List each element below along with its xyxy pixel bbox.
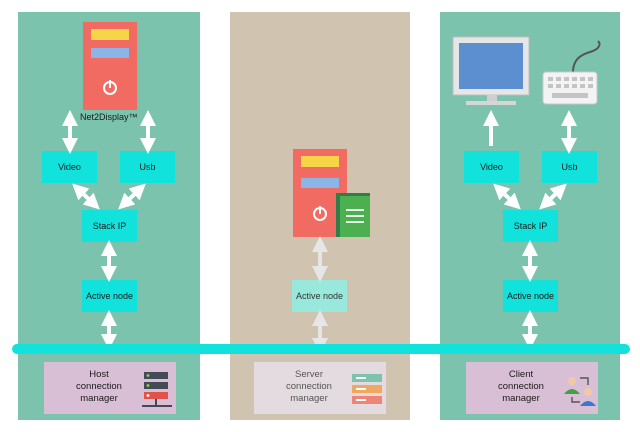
host-manager-line-3: manager — [80, 393, 118, 404]
host-connection-manager: Host connection manager — [44, 362, 176, 414]
host-usb-stack-arrow — [118, 183, 146, 210]
host-active-node: Active node — [82, 280, 137, 312]
client-manager-line-3: manager — [502, 393, 540, 404]
client-video-box: Video — [464, 151, 519, 183]
client-manager-line-1: Client — [508, 369, 534, 380]
server-rack-icon — [352, 374, 382, 404]
server-manager-line-2: connection — [286, 381, 332, 392]
client-connection-manager: Client connection manager — [466, 362, 598, 414]
server-active-node: Active node — [292, 280, 347, 312]
client-manager-line-2: connection — [498, 381, 544, 392]
host-caption: Net2Display™ — [80, 112, 138, 122]
client-usb-box: Usb — [542, 151, 597, 183]
client-active-node: Active node — [503, 280, 558, 312]
users-network-icon — [564, 377, 596, 406]
network-bus — [12, 344, 630, 354]
server-connection-manager: Server connection manager — [254, 362, 386, 414]
host-video-box: Video — [42, 151, 97, 183]
server-network-icon — [142, 372, 172, 407]
host-video-stack-arrow — [72, 183, 100, 210]
client-usb-stack-arrow — [539, 183, 567, 210]
host-manager-line-1: Host — [89, 369, 109, 380]
host-stack-box: Stack IP — [82, 210, 137, 242]
host-usb-box: Usb — [120, 151, 175, 183]
host-manager-line-2: connection — [76, 381, 122, 392]
client-video-stack-arrow — [493, 183, 521, 210]
server-manager-line-1: Server — [295, 369, 323, 380]
client-stack-box: Stack IP — [503, 210, 558, 242]
server-manager-line-3: manager — [290, 393, 328, 404]
